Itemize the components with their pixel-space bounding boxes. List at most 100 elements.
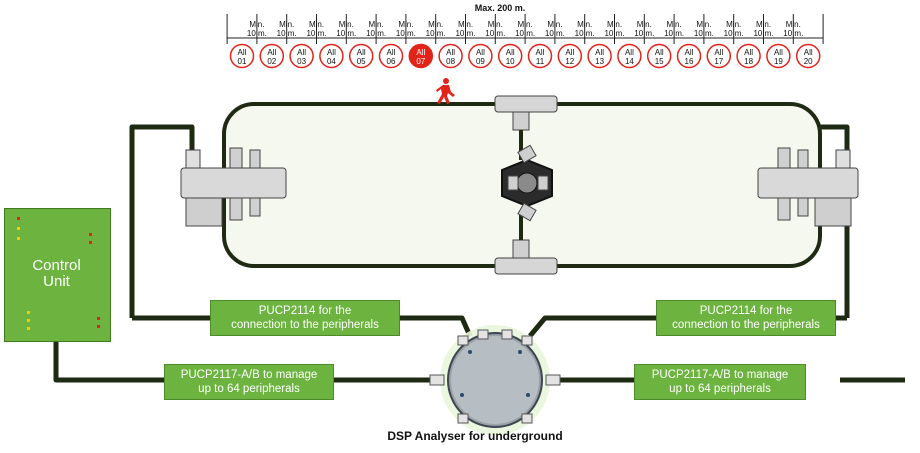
alarm-zone-circle	[795, 43, 821, 69]
pucp2117-right-box: PUCP2117-A/B to manage up to 64 peripher…	[634, 364, 806, 400]
alarm-zone-label: All	[565, 48, 574, 57]
segment-label-line1: Min.	[398, 20, 414, 29]
control-unit-label: Control Unit	[4, 258, 109, 290]
alarm-zone-row: All01All02All03All04All05All06All07All08…	[229, 43, 821, 69]
segment-label-line1: Min.	[308, 20, 325, 29]
segment-label-line2: 10 m.	[544, 29, 565, 38]
alarm-zone-circle	[408, 43, 434, 69]
segment-label: Min.10 m.	[750, 20, 778, 38]
segment-label: Min.10 m.	[601, 20, 629, 38]
alarm-zone-circle	[557, 43, 583, 69]
control-unit-label-line2: Unit	[43, 273, 70, 290]
alarm-zone-label: All	[506, 48, 515, 57]
box-line1: PUCP2117-A/B to manage	[651, 369, 789, 381]
segment-label-line1: Min.	[338, 20, 354, 29]
alarm-zone-number: 05	[357, 57, 366, 66]
alarm-zone-number: 04	[327, 57, 336, 66]
alarm-zone-number: 03	[297, 57, 306, 66]
alarm-zone-number: 13	[595, 57, 604, 66]
led-icon	[27, 311, 30, 314]
segment-label: Min.10 m.	[481, 20, 509, 38]
alarm-zone-number: 18	[744, 57, 753, 66]
segment-label-line1: Min.	[457, 20, 474, 29]
alarm-zone-number: 07	[416, 57, 425, 66]
segment-label-line2: 10 m.	[276, 29, 297, 38]
alarm-zone-label: All	[774, 48, 783, 57]
alarm-zone-number: 01	[238, 57, 247, 66]
box-line2: up to 64 peripherals	[669, 383, 771, 395]
alarm-zone-label: All	[804, 48, 813, 57]
segment-label-line1: Min.	[755, 20, 772, 29]
alarm-zone-label: All	[625, 48, 634, 57]
segment-label-line1: Min.	[666, 20, 682, 29]
control-unit	[4, 208, 111, 342]
pucp2117-left-box: PUCP2117-A/B to manage up to 64 peripher…	[164, 364, 334, 400]
segment-label: Min.10 m.	[273, 20, 301, 38]
alarm-zone-circle	[289, 43, 314, 69]
segment-label-line1: Min.	[696, 20, 712, 29]
segment-label-line2: 10 m.	[395, 29, 416, 38]
segment-label-line2: 10 m.	[485, 29, 506, 38]
alarm-zone-label: All	[685, 48, 694, 57]
alarm-zone-number: 12	[565, 57, 574, 66]
alarm-zone-circle	[378, 43, 404, 69]
led-icon	[97, 325, 100, 328]
segment-label-line2: 10 m.	[634, 29, 655, 38]
segment-label-line2: 10 m.	[753, 29, 774, 38]
segment-label: Min.10 m.	[660, 20, 688, 38]
segment-label-line1: Min.	[487, 20, 503, 29]
max-distance-label: Max. 200 m.	[474, 3, 526, 13]
segment-label: Min.10 m.	[332, 20, 360, 38]
led-icon	[17, 217, 20, 220]
alarm-zone-label: All	[238, 48, 247, 57]
segment-scale	[226, 14, 824, 44]
right-end-sensor	[757, 147, 859, 227]
alarm-zone-circle	[706, 43, 732, 69]
segment-label-line1: Min.	[428, 20, 444, 29]
alarm-zone-circle	[468, 43, 493, 69]
alarm-zone-label: All	[297, 48, 306, 57]
box-line1: PUCP2114 for the	[258, 305, 352, 317]
alarm-zone-label: All	[267, 48, 276, 57]
cable-left-loop	[129, 124, 195, 318]
segment-label: Min.10 m.	[422, 20, 450, 38]
segment-label-line2: 10 m.	[604, 29, 625, 38]
alarm-zone-label: All	[446, 48, 455, 57]
segment-label: Min.10 m.	[362, 20, 390, 38]
dsp-analyser-title: DSP Analyser for underground	[387, 429, 563, 443]
segment-label-line2: 10 m.	[306, 29, 327, 38]
alarm-zone-number: 15	[655, 57, 664, 66]
box-line1: PUCP2117-A/B to manage	[180, 369, 318, 381]
led-icon	[27, 319, 30, 322]
segment-label: Min.10 m.	[690, 20, 718, 38]
alarm-zone-circle	[646, 43, 672, 69]
box-line1: PUCP2114 for the	[699, 305, 793, 317]
alarm-zone-number: 17	[714, 57, 723, 66]
box-line2: up to 64 peripherals	[198, 383, 300, 395]
led-icon	[89, 233, 92, 236]
segment-label-line1: Min.	[517, 20, 533, 29]
segment-label: Min.10 m.	[392, 20, 420, 38]
segment-label-line2: 10 m.	[455, 29, 476, 38]
segment-label-line2: 10 m.	[515, 29, 536, 38]
segment-label-line1: Min.	[368, 20, 384, 29]
segment-label-line2: 10 m.	[574, 29, 595, 38]
central-hub	[501, 144, 553, 222]
segment-label-line1: Min.	[249, 20, 265, 29]
alarm-zone-number: 14	[625, 57, 634, 66]
alarm-zone-label: All	[357, 48, 366, 57]
alarm-zone-number: 19	[774, 57, 783, 66]
segment-label-line1: Min.	[279, 20, 295, 29]
